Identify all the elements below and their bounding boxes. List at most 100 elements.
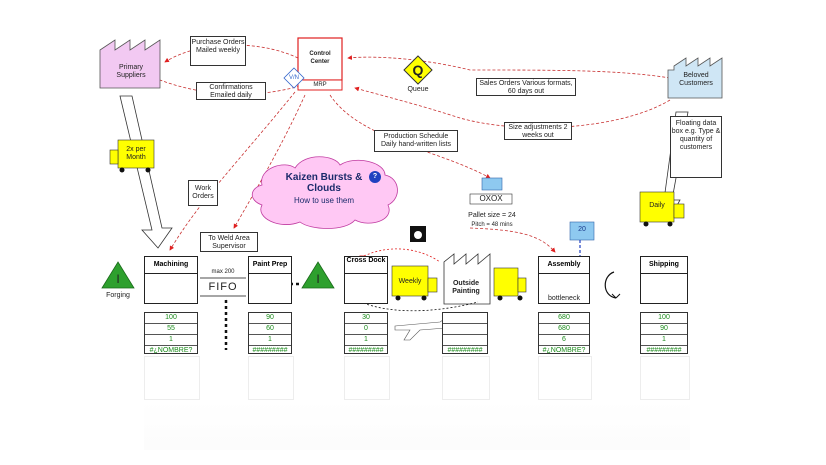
data-cell: 1 <box>641 335 687 346</box>
truck-assembly-icon <box>493 267 527 301</box>
data-cell: 680 <box>539 313 589 324</box>
data-cell: 1 <box>249 335 291 346</box>
phone-icon <box>410 226 426 242</box>
kaizen-cloud <box>251 156 398 229</box>
truck-in-icon <box>109 139 155 173</box>
data-cell: 60 <box>249 324 291 335</box>
floating-data-box: Floating data box e.g. Type & quantity o… <box>670 116 722 178</box>
data-cell: #¿NOMBRE? <box>149 347 193 354</box>
outside-painting-factory-icon <box>443 253 491 305</box>
data-cell: 55 <box>145 324 197 335</box>
data-cell: ######### <box>348 347 384 354</box>
mrp-label: MRP <box>313 82 327 88</box>
fifo-max-label: max 200 <box>211 269 235 275</box>
truck-out-label: Daily <box>649 202 665 209</box>
weld-area-note: To Weld Area Supervisor <box>200 232 258 252</box>
forging-label: Forging <box>106 292 130 299</box>
kanban-card-icon <box>569 221 595 241</box>
inbound-shipment-arrow-icon <box>119 95 173 249</box>
truck-weekly-icon <box>391 265 438 301</box>
oxox-label: OXOX <box>479 194 503 203</box>
vn-diamond-icon <box>283 67 305 89</box>
inventory-letter: I <box>316 272 320 286</box>
data-cell: #¿NOMBRE? <box>542 347 586 354</box>
load-leveling-icon <box>481 177 503 191</box>
inventory-triangle-2-icon <box>301 261 335 289</box>
forging-letter: I <box>116 272 120 286</box>
cross-dock-signal <box>359 248 441 263</box>
queue-letter: Q <box>412 62 424 78</box>
reflection-assembly <box>538 356 592 400</box>
data-cell: 680 <box>539 324 589 335</box>
kaizen-subtitle: How to use them <box>293 196 355 205</box>
help-mark: ? <box>372 173 378 180</box>
reflection-paint-prep <box>248 356 294 400</box>
process-name: Assembly <box>539 257 589 274</box>
data-box-outside-painting: ######### <box>442 312 488 354</box>
confirmations-note: Confirmations Emailed daily <box>196 82 266 100</box>
data-cell: 6 <box>539 335 589 346</box>
pallet-size-label: Pallet size = 24 <box>468 212 516 219</box>
production-schedule-note: Production Schedule Daily hand-written l… <box>374 130 458 152</box>
kanban-label: 20 <box>578 226 586 233</box>
process-name: Shipping <box>641 257 687 274</box>
inventory-triangle-icon <box>101 261 135 289</box>
supermarket-icon <box>604 271 617 299</box>
process-name: Paint Prep <box>249 257 291 274</box>
reflection-shipping <box>640 356 690 400</box>
data-cell <box>443 324 487 335</box>
process-assembly: Assembly <box>538 256 590 304</box>
data-cell: 1 <box>145 335 197 346</box>
help-icon <box>369 171 381 183</box>
fifo-label: FIFO <box>208 281 238 293</box>
data-cell: ######### <box>447 347 483 354</box>
bottleneck-label: bottleneck <box>548 295 580 302</box>
purchase-orders-note: Purchase Orders Mailed weekly <box>190 36 246 66</box>
pitch-label: Pitch = 48 mins <box>471 222 513 228</box>
reflection-outside-painting <box>442 356 490 400</box>
customer-factory-icon <box>667 57 723 99</box>
truck-in-label: 2x per Month <box>126 146 146 161</box>
vn-label: V/N <box>288 75 299 81</box>
control-center-title: Control Center <box>309 51 331 65</box>
supplier-label: Primary Suppliers <box>116 64 146 79</box>
data-cell <box>443 335 487 346</box>
work-orders-note: Work Orders <box>188 180 218 206</box>
reflection-fade <box>144 400 690 450</box>
process-name: Machining <box>145 257 197 274</box>
data-cell: 90 <box>641 324 687 335</box>
process-shipping: Shipping <box>640 256 688 304</box>
data-cell: 0 <box>345 324 387 335</box>
truck-weekly-label: Weekly <box>398 278 422 285</box>
data-cell: 90 <box>249 313 291 324</box>
reflection-cross-dock <box>344 356 390 400</box>
data-cell: ######### <box>646 347 682 354</box>
process-machining: Machining <box>144 256 198 304</box>
queue-sign-icon <box>403 55 433 85</box>
data-cell: 30 <box>345 313 387 324</box>
data-cell: 100 <box>145 313 197 324</box>
customer-label: Beloved Customers <box>679 72 713 87</box>
data-cell: 100 <box>641 313 687 324</box>
queue-label: Queue <box>407 86 429 93</box>
size-adjustments-note: Size adjustments 2 weeks out <box>504 122 572 140</box>
process-cross-dock: Cross Dock <box>344 256 388 304</box>
data-cell <box>443 313 487 324</box>
reflection-machining <box>144 356 200 400</box>
supplier-factory-icon <box>99 39 161 89</box>
sales-orders-note: Sales Orders Various formats, 60 days ou… <box>476 78 576 96</box>
oxox-box <box>469 193 513 205</box>
data-cell: ######### <box>252 347 288 354</box>
mrp-box <box>297 79 343 91</box>
process-name: Cross Dock <box>345 257 387 274</box>
truck-out-icon <box>639 191 685 227</box>
process-paint-prep: Paint Prep <box>248 256 292 304</box>
withdrawal-loop <box>355 299 479 312</box>
